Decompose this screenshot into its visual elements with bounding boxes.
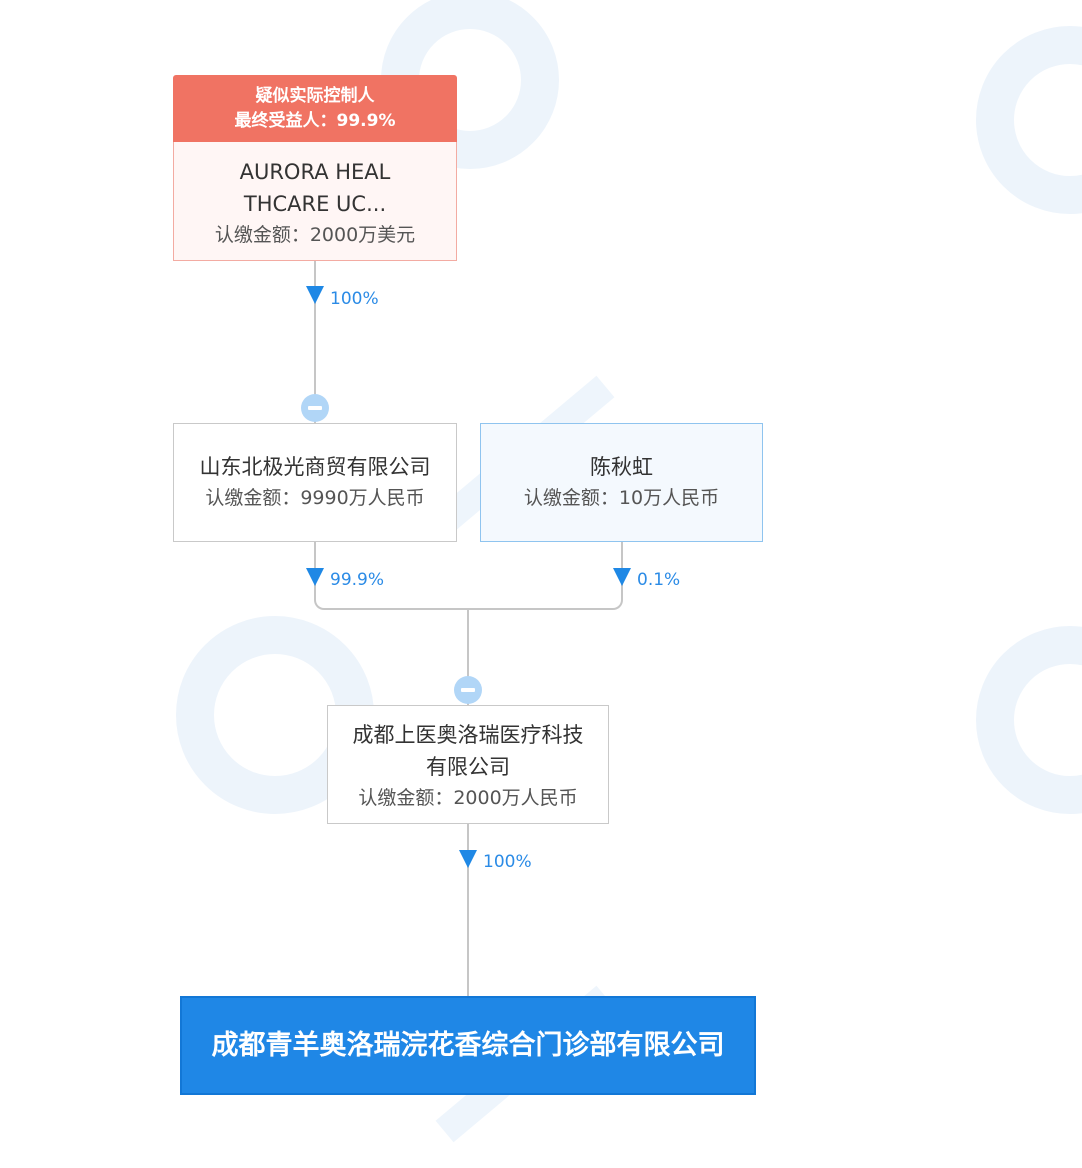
controller-node[interactable]: AURORA HEAL THCARE UC... 认缴金额：2000万美元 [173, 142, 457, 261]
connector-controller-to-shandong [314, 261, 316, 423]
controller-name-line2: THCARE UC... [243, 192, 387, 216]
controller-amount: 认缴金额：2000万美元 [214, 224, 416, 246]
arrow-down-icon [306, 286, 324, 304]
collapse-icon[interactable] [301, 394, 329, 422]
arrow-down-icon [459, 850, 477, 868]
shandong-name: 山东北极光商贸有限公司 [199, 455, 431, 479]
connector-merge-to-tech [467, 610, 469, 705]
connector-tech-to-target [467, 824, 469, 996]
chengdu-tech-amount: 认缴金额：2000万人民币 [358, 787, 578, 809]
arrow-down-icon [613, 568, 631, 586]
chengdu-tech-name-line2: 有限公司 [426, 755, 510, 779]
actual-controller-tag: 疑似实际控制人 最终受益人：99.9% [173, 75, 457, 152]
chengdu-tech-node[interactable]: 成都上医奥洛瑞医疗科技 有限公司 认缴金额：2000万人民币 [327, 705, 609, 824]
controller-beneficiary-pct: 最终受益人：99.9% [234, 111, 396, 131]
shandong-company-node[interactable]: 山东北极光商贸有限公司 认缴金额：9990万人民币 [173, 423, 457, 542]
collapse-icon[interactable] [454, 676, 482, 704]
target-company-node[interactable]: 成都青羊奥洛瑞浣花香综合门诊部有限公司 [180, 996, 756, 1095]
chen-amount: 认缴金额：10万人民币 [523, 487, 720, 509]
shandong-amount: 认缴金额：9990万人民币 [205, 487, 425, 509]
chen-person-node[interactable]: 陈秋虹 认缴金额：10万人民币 [480, 423, 763, 542]
chengdu-tech-share-pct: 100% [483, 852, 532, 872]
shandong-share-pct: 99.9% [330, 570, 385, 590]
connector-merge-bracket [314, 590, 623, 610]
chen-name: 陈秋虹 [590, 455, 653, 479]
arrow-down-icon [306, 568, 324, 586]
controller-share-pct: 100% [330, 289, 379, 309]
controller-tag-title: 疑似实际控制人 [255, 86, 375, 106]
controller-name-line1: AURORA HEAL [239, 160, 391, 184]
chen-share-pct: 0.1% [637, 570, 681, 590]
chengdu-tech-name-line1: 成都上医奥洛瑞医疗科技 [352, 723, 584, 747]
